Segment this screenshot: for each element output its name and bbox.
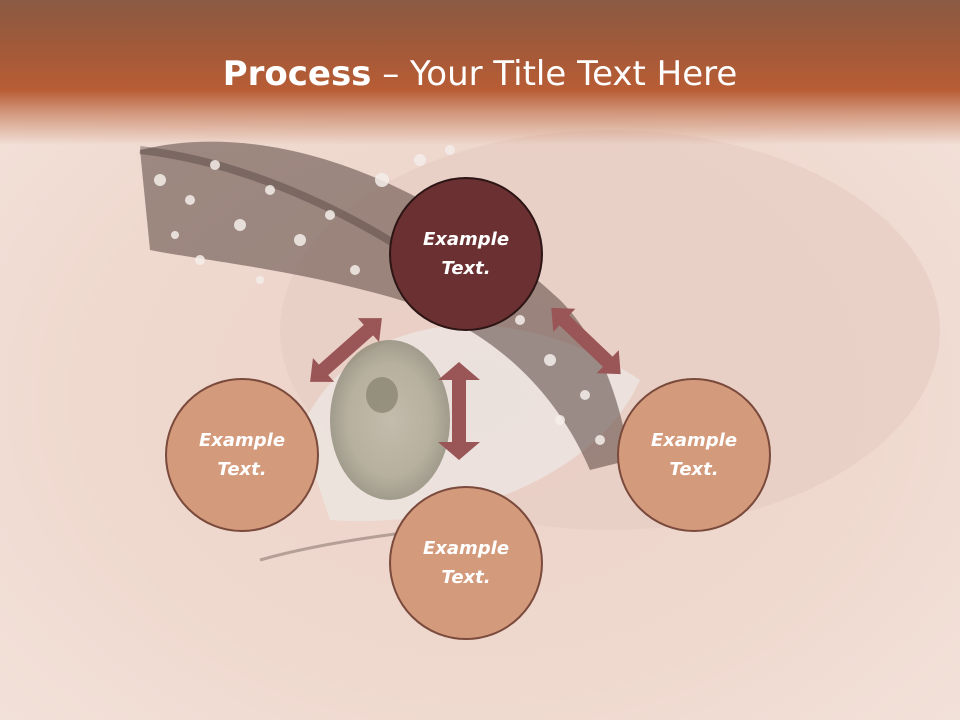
process-node-top[interactable]: Example Text.	[389, 177, 543, 331]
node-label-line2: Text.	[441, 258, 491, 279]
title-band	[0, 0, 960, 145]
node-label-line1: Example	[650, 430, 738, 451]
process-node-bottom[interactable]: Example Text.	[389, 486, 543, 640]
node-label-line2: Text.	[217, 459, 267, 480]
node-label-line1: Example	[422, 229, 510, 250]
node-label: Example Text.	[406, 534, 526, 592]
node-label: Example Text.	[406, 225, 526, 283]
node-label-line1: Example	[198, 430, 286, 451]
node-label-line1: Example	[422, 538, 510, 559]
node-label: Example Text.	[634, 426, 754, 484]
node-label-line2: Text.	[441, 567, 491, 588]
node-label-line2: Text.	[669, 459, 719, 480]
title-rest: – Your Title Text Here	[371, 54, 738, 94]
process-node-left[interactable]: Example Text.	[165, 378, 319, 532]
process-node-right[interactable]: Example Text.	[617, 378, 771, 532]
slide-title: Process – Your Title Text Here	[0, 52, 960, 96]
node-label: Example Text.	[182, 426, 302, 484]
title-strong: Process	[222, 54, 372, 94]
